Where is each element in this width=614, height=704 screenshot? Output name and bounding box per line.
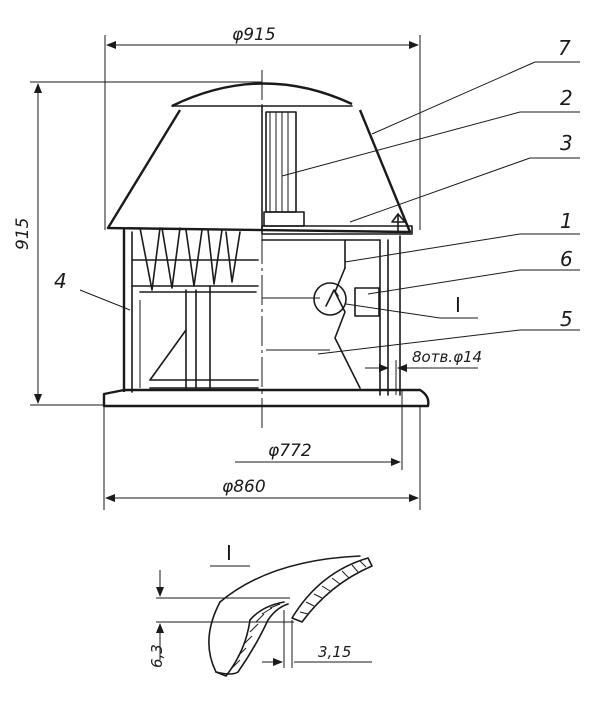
- callout-1: 1: [560, 209, 573, 233]
- impeller-blades: [122, 227, 259, 393]
- callout-2: 2: [560, 86, 573, 110]
- housing: [261, 235, 401, 396]
- fan-assembly: [102, 70, 430, 510]
- hatching: [231, 603, 281, 669]
- callouts: 7 2 3 1 6 I 5 4: [54, 36, 580, 355]
- dim-top-width-label: φ915: [232, 25, 276, 45]
- dim-thickness-b-label: 3,15: [318, 643, 351, 661]
- dim-height: 915: [13, 81, 262, 406]
- callout-5: 5: [560, 307, 573, 331]
- detail-view: I 6: [148, 541, 373, 677]
- dim-772: φ772: [235, 441, 401, 466]
- hood-cone: [106, 109, 412, 234]
- callout-7: 7: [558, 36, 571, 60]
- dim-thickness-a-label: 6,3: [148, 644, 166, 668]
- hood-cap: [171, 82, 353, 108]
- base-plate: [102, 388, 430, 408]
- callout-detail-ref: I: [455, 293, 461, 317]
- motor: [263, 111, 305, 227]
- callout-4: 4: [54, 269, 67, 293]
- dim-860: φ860: [105, 477, 419, 502]
- dim-top-width: φ915: [104, 25, 421, 230]
- callout-3: 3: [560, 131, 573, 155]
- dim-772-label: φ772: [268, 441, 312, 461]
- detail-title: I: [226, 541, 232, 565]
- holes-label: 8отв.φ14: [412, 348, 482, 366]
- dim-860-label: φ860: [222, 477, 266, 497]
- holes-note: 8отв.φ14: [365, 348, 482, 372]
- dim-height-label: 915: [13, 218, 33, 250]
- callout-6: 6: [560, 247, 573, 271]
- detail-circle: [313, 282, 347, 316]
- hatching-right: [299, 560, 367, 615]
